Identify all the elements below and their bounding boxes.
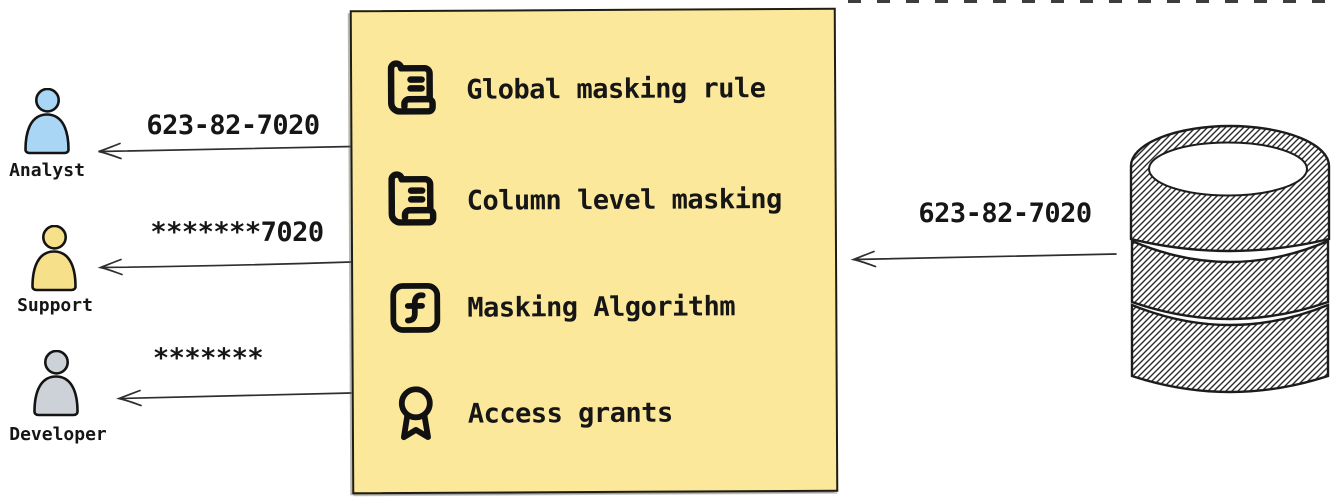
scroll-text-icon <box>383 170 447 232</box>
developer-head <box>44 350 69 375</box>
masking-box-item-label: Masking Algorithm <box>467 290 736 324</box>
database-bottom-band <box>1130 303 1330 394</box>
developer-person-icon <box>33 350 79 417</box>
award-icon <box>384 378 448 450</box>
arrow-to-support <box>97 258 352 276</box>
database-top-face <box>1148 141 1308 197</box>
support-body <box>31 250 77 292</box>
masking-box-row-algorithm: Masking Algorithm <box>383 270 825 344</box>
masking-box-item-label: Column level masking <box>466 183 782 217</box>
database-middle-band <box>1130 239 1330 321</box>
support-head <box>42 225 67 250</box>
analyst-value-label: 623-82-7020 <box>146 110 320 141</box>
support-label: Support <box>17 295 93 316</box>
function-square-icon <box>383 278 447 338</box>
analyst-label: Analyst <box>9 160 85 181</box>
scroll-text-icon <box>382 59 446 121</box>
masking-box-item-label: Global masking rule <box>466 72 766 106</box>
arrow-database-to-box <box>850 250 1117 268</box>
developer-value-label: ******* <box>152 343 264 374</box>
masking-box-row-global-rule: Global masking rule <box>382 52 824 126</box>
masking-box-item-label: Access grants <box>467 397 673 430</box>
masking-box-row-column-masking: Column level masking <box>383 163 825 237</box>
analyst-head <box>35 88 60 113</box>
masking-box-row-access-grants: Access grants <box>384 376 826 450</box>
database-icon <box>1129 124 1331 394</box>
analyst-body <box>24 113 70 155</box>
masking-box: Global masking rule Column level masking <box>349 7 839 495</box>
developer-body <box>33 375 79 417</box>
database-value-label: 623-82-7020 <box>918 198 1092 229</box>
top-dashed-line <box>848 0 1340 3</box>
analyst-person-icon <box>24 88 70 155</box>
support-value-label: *******7020 <box>150 217 324 248</box>
developer-label: Developer <box>9 424 107 445</box>
arrow-to-analyst <box>98 142 352 160</box>
support-person-icon <box>31 225 77 292</box>
arrow-to-developer <box>116 389 352 407</box>
